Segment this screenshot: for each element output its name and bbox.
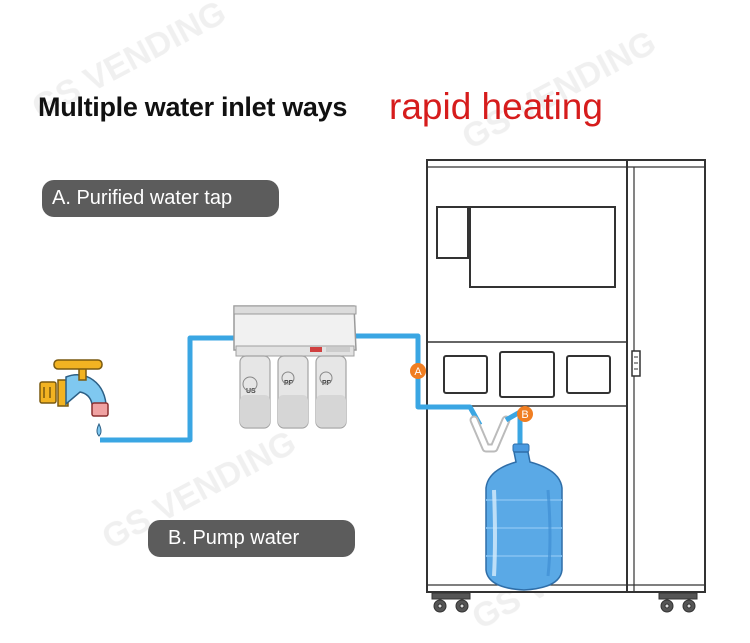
water-filter-icon: US PP PP (233, 305, 357, 429)
water-pipe (355, 333, 483, 427)
water-bottle-icon (485, 443, 563, 591)
marker-b: B (517, 406, 533, 422)
marker-a: A (410, 363, 426, 379)
filter-label: US (246, 388, 256, 395)
marker-b-label: B (521, 409, 528, 421)
page-title: Multiple water inlet ways (38, 92, 348, 122)
option-a-label: A. Purified water tap (42, 180, 279, 217)
water-pipe (100, 335, 236, 443)
page-subtitle: rapid heating (389, 86, 603, 127)
option-b-label: B. Pump water (148, 520, 355, 557)
water-tap-icon (39, 359, 109, 437)
vending-machine-icon (426, 159, 706, 593)
marker-a-label: A (414, 366, 422, 378)
caster-wheel-icon (431, 592, 698, 613)
